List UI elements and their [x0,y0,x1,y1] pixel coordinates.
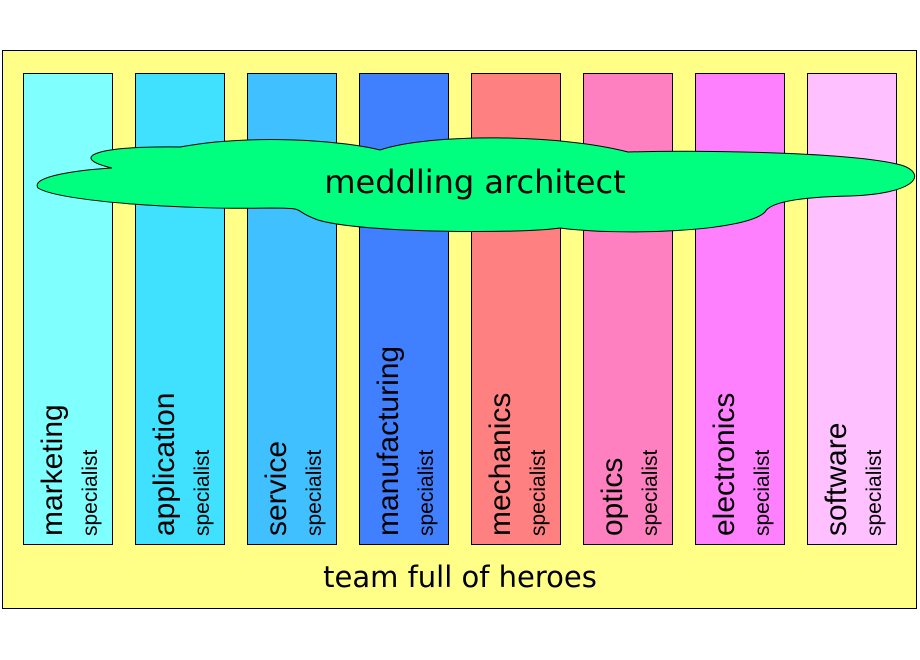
architect-label: meddling architect [324,163,626,201]
column-software: software specialist [807,73,897,545]
column-marketing: marketing specialist [23,73,113,545]
team-label: team full of heroes [323,560,597,594]
